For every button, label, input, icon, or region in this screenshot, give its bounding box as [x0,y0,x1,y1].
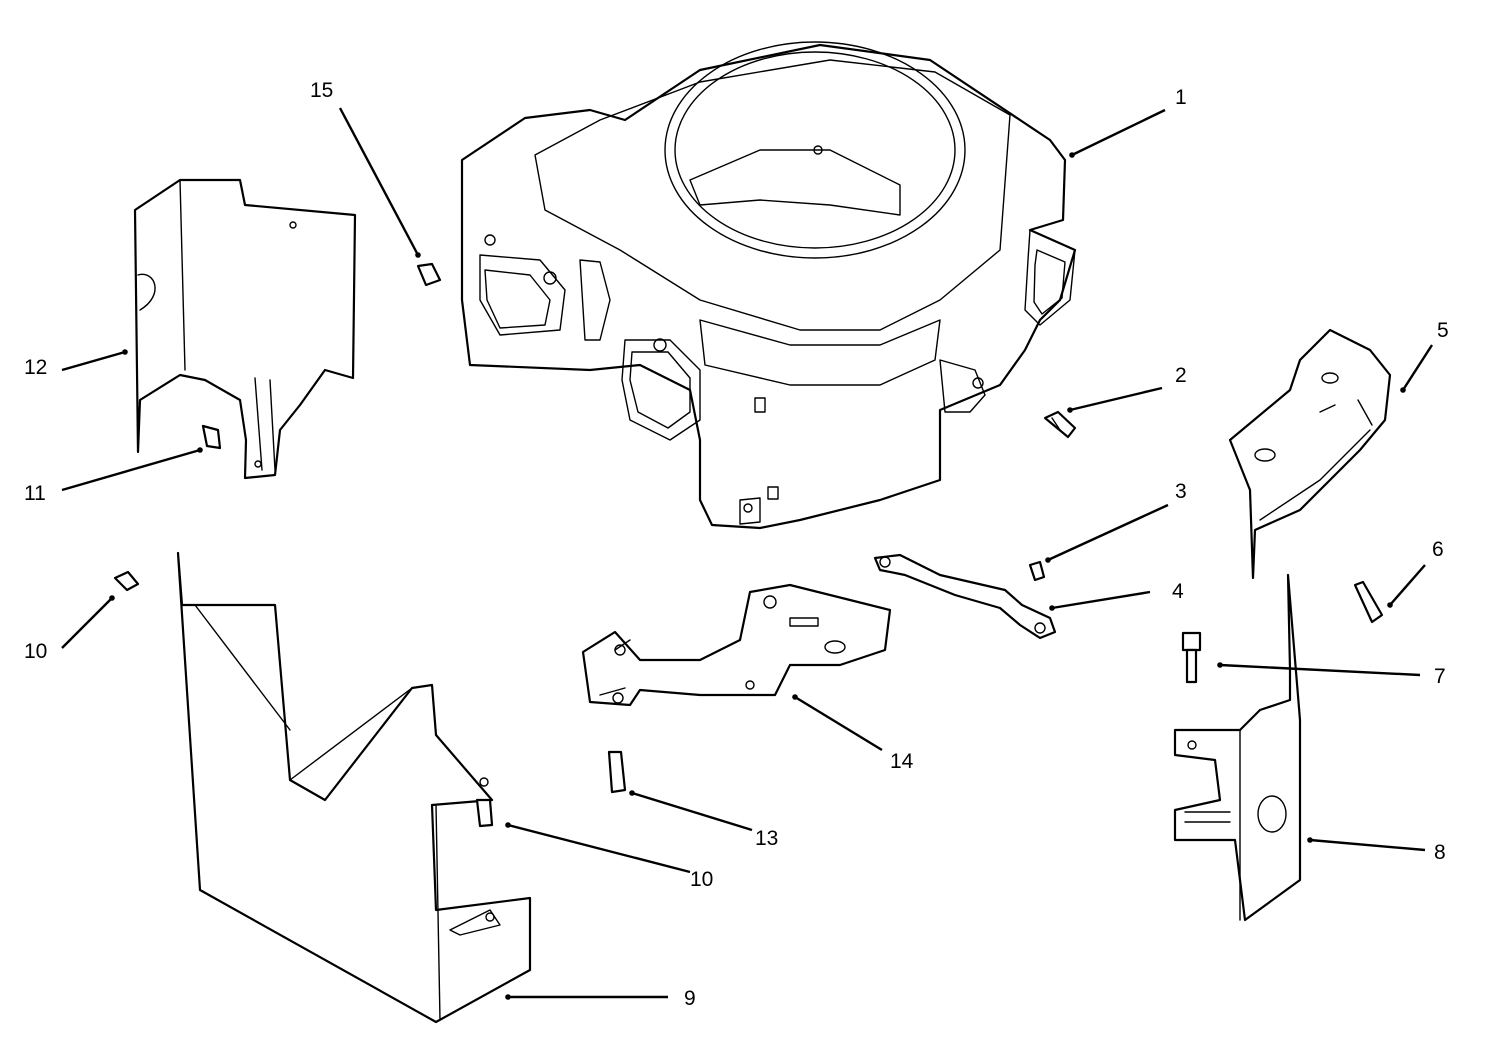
callout-6: 6 [1432,538,1444,561]
callout-11: 11 [24,482,46,505]
callout-7: 7 [1434,665,1446,688]
bolt-part-7 [1181,631,1202,684]
cylinder-baffle-part-4 [873,553,1057,640]
screw-part-11 [201,424,222,450]
upper-side-shield-part-12 [133,178,357,480]
callout-5: 5 [1437,319,1449,342]
callout-13: 13 [755,827,778,850]
blower-housing-part-1 [460,41,1077,530]
callout-12: 12 [24,356,47,379]
callout-labels: 1 2 3 4 5 6 7 8 9 10 10 11 12 13 14 15 [24,79,1449,1010]
bolt-part-6 [1353,580,1384,624]
callout-9: 9 [684,987,696,1010]
callout-10-upper: 10 [24,640,47,663]
callout-8: 8 [1434,841,1446,864]
callout-2: 2 [1175,364,1187,387]
right-upper-shield-part-5 [1228,328,1392,580]
lower-side-shield-part-9 [176,551,532,1024]
screw-part-10-lower [475,798,494,828]
callout-4: 4 [1172,580,1184,603]
bolt-part-2 [1043,410,1077,439]
screw-part-10-upper [113,570,140,592]
callout-3: 3 [1175,480,1187,503]
callout-15: 15 [310,79,333,102]
leader-lines [61,107,1434,1000]
callout-1: 1 [1175,86,1187,109]
screw-part-3 [1028,560,1046,582]
callout-14: 14 [890,750,914,773]
stud-part-13 [607,750,627,794]
right-lower-shield-part-8 [1173,573,1302,922]
clip-part-15 [416,262,442,287]
baffle-bracket-part-14 [581,583,892,707]
callout-10-lower: 10 [690,868,713,891]
